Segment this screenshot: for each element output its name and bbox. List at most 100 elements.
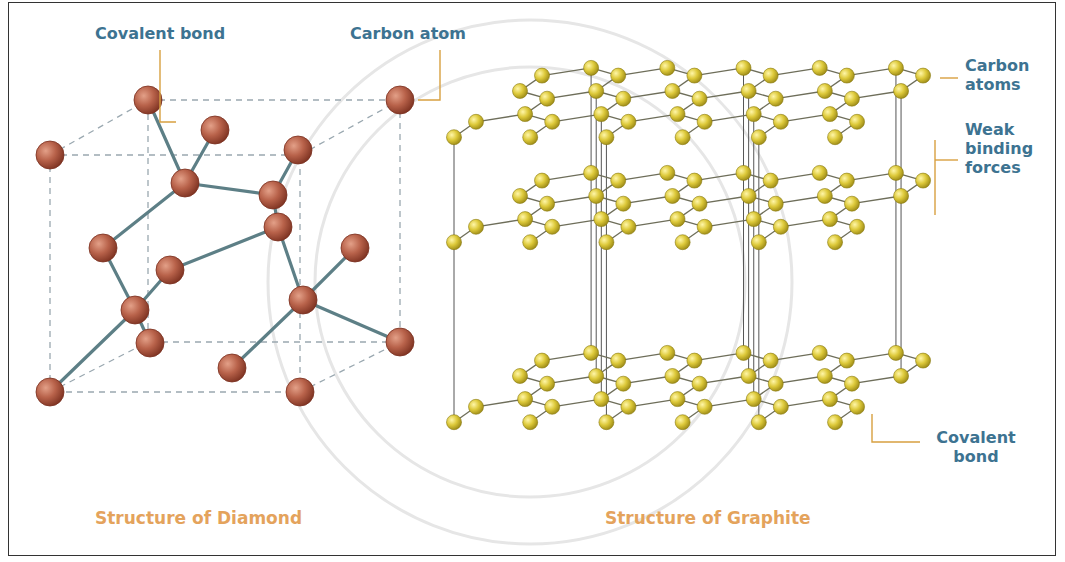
carbon-atom (616, 91, 631, 106)
carbon-atom (518, 107, 533, 122)
carbon-atom (675, 415, 690, 430)
covalent-bond (303, 300, 400, 342)
carbon-atom (839, 173, 854, 188)
carbon-atom (594, 107, 609, 122)
carbon-atom (469, 219, 484, 234)
carbon-atom (687, 68, 702, 83)
covalent-bond (50, 310, 135, 392)
carbon-atom (447, 415, 462, 430)
carbon-atom (284, 136, 312, 164)
carbon-atom (850, 399, 865, 414)
carbon-atom (523, 130, 538, 145)
carbon-atom (736, 60, 751, 75)
carbon-atom (341, 234, 369, 262)
carbon-atom (286, 378, 314, 406)
carbon-atom (545, 399, 560, 414)
weak-binding-line (596, 91, 597, 376)
carbon-atom (545, 114, 560, 129)
covalent-bond (232, 300, 303, 368)
carbon-atom (822, 212, 837, 227)
carbon-atom (540, 91, 555, 106)
carbon-atom (535, 173, 550, 188)
carbon-atom (218, 354, 246, 382)
carbon-atom (518, 392, 533, 407)
carbon-atom (540, 196, 555, 211)
carbon-atom (171, 169, 199, 197)
carbon-atom (665, 189, 680, 204)
carbon-atom (822, 107, 837, 122)
carbon-atom (839, 353, 854, 368)
carbon-atom (839, 68, 854, 83)
carbon-atom (697, 219, 712, 234)
carbon-atom (828, 130, 843, 145)
carbon-atom (741, 84, 756, 99)
graphite-layers (447, 60, 931, 429)
carbon-atom (599, 415, 614, 430)
carbon-atom (670, 107, 685, 122)
unit-cell-box (50, 100, 400, 392)
carbon-atom (828, 235, 843, 250)
carbon-atom (36, 141, 64, 169)
carbon-atom (89, 234, 117, 262)
carbon-atom (894, 369, 909, 384)
carbon-atom (812, 60, 827, 75)
carbon-atom (156, 256, 184, 284)
carbon-atom (584, 165, 599, 180)
carbon-atom (768, 91, 783, 106)
carbon-atom (746, 212, 761, 227)
carbon-atom (621, 219, 636, 234)
callout-label: Covalent bond (926, 428, 1026, 466)
carbon-atom (589, 189, 604, 204)
carbon-atom (264, 213, 292, 241)
carbon-atom (768, 196, 783, 211)
carbon-atom (751, 415, 766, 430)
carbon-atom (850, 114, 865, 129)
weak-binding-line (454, 137, 455, 422)
carbon-atom (736, 345, 751, 360)
carbon-atom (616, 196, 631, 211)
carbon-atom (589, 369, 604, 384)
carbon-atom (447, 235, 462, 250)
carbon-atom (670, 392, 685, 407)
carbon-atom (136, 329, 164, 357)
carbon-atom (599, 130, 614, 145)
carbon-atom (763, 68, 778, 83)
carbon-atom (513, 189, 528, 204)
carbon-atom (386, 328, 414, 356)
carbon-atom (469, 114, 484, 129)
carbon-atom (584, 60, 599, 75)
leader-lines (160, 50, 958, 442)
carbon-atom (621, 399, 636, 414)
carbon-atom (386, 86, 414, 114)
carbon-atom (692, 196, 707, 211)
carbon-atom (697, 399, 712, 414)
watermark-seal (268, 20, 792, 544)
carbon-atom (665, 84, 680, 99)
carbon-atom (687, 173, 702, 188)
weak-binding-line (895, 68, 896, 353)
carbon-atom (697, 114, 712, 129)
carbon-atom (675, 130, 690, 145)
covalent-bond-lines (50, 100, 400, 392)
carbon-atom (741, 369, 756, 384)
weak-binding-line (591, 68, 592, 353)
carbon-atom (812, 165, 827, 180)
carbon-atom (611, 68, 626, 83)
carbon-atom (670, 212, 685, 227)
carbon-atom (817, 84, 832, 99)
carbon-atom (888, 60, 903, 75)
carbon-atom (751, 235, 766, 250)
carbon-atom (888, 345, 903, 360)
carbon-atom (660, 165, 675, 180)
carbon-atom (844, 376, 859, 391)
carbon-atom (518, 212, 533, 227)
carbon-atom (746, 107, 761, 122)
carbon-atom (469, 399, 484, 414)
carbon-atom (134, 86, 162, 114)
carbon-atom (201, 116, 229, 144)
carbon-atom (692, 376, 707, 391)
carbon-atom (916, 68, 931, 83)
carbon-atom (751, 130, 766, 145)
carbon-atom (773, 399, 788, 414)
